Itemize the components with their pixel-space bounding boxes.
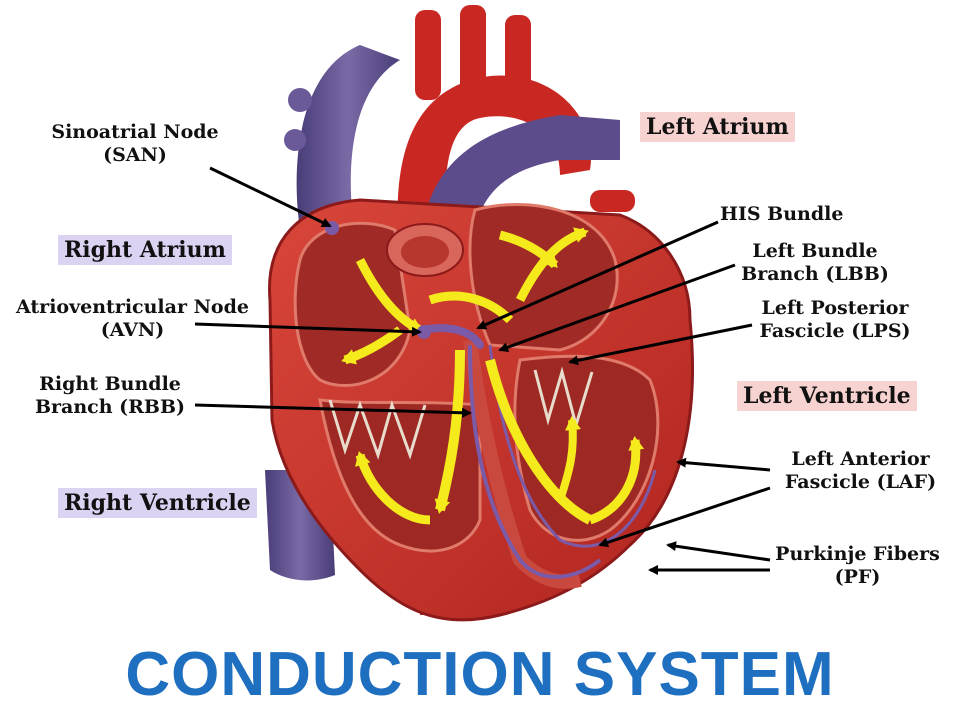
laf-leader bbox=[676, 457, 771, 472]
pf-leader bbox=[666, 541, 771, 562]
aortic-valve-inner bbox=[401, 236, 449, 268]
avn-leader bbox=[194, 322, 422, 337]
page-title: CONDUCTION SYSTEM bbox=[125, 640, 835, 709]
label-left-bundle-branch: Left Bundle Branch (LBB) bbox=[741, 240, 889, 285]
laf-leader-2 bbox=[598, 486, 771, 548]
purkinje-fiber-path bbox=[488, 344, 657, 548]
aortic-branch bbox=[460, 5, 486, 95]
lps-leader bbox=[568, 323, 753, 366]
conduction-pathways bbox=[325, 221, 657, 579]
lbb-leader bbox=[498, 263, 736, 352]
septum bbox=[463, 339, 582, 589]
label-purkinje-fibers: Purkinje Fibers (PF) bbox=[775, 543, 940, 588]
aortic-branch bbox=[415, 10, 441, 100]
label-atrioventricular-node: Atrioventricular Node (AVN) bbox=[16, 296, 249, 341]
leader-lines bbox=[194, 166, 771, 575]
label-his-bundle: HIS Bundle bbox=[720, 203, 844, 225]
label-left-posterior-fascicle: Left Posterior Fascicle (LPS) bbox=[759, 297, 911, 342]
yellow-flow bbox=[588, 436, 645, 525]
pulmonary-vein bbox=[590, 190, 635, 212]
yellow-flow bbox=[556, 416, 581, 502]
tricuspid-valve bbox=[328, 399, 427, 460]
yellow-flow bbox=[428, 291, 514, 324]
region-left-ventricle: Left Ventricle bbox=[737, 381, 917, 411]
region-left-atrium: Left Atrium bbox=[640, 112, 795, 142]
yellow-flow bbox=[355, 257, 424, 335]
vein-stub bbox=[288, 88, 312, 112]
label-left-anterior-fascicle: Left Anterior Fascicle (LAF) bbox=[784, 448, 937, 493]
mitral-valve bbox=[533, 366, 594, 431]
region-right-ventricle: Right Ventricle bbox=[58, 488, 257, 518]
yellow-flow bbox=[485, 358, 593, 525]
label-right-bundle-branch: Right Bundle Branch (RBB) bbox=[34, 373, 186, 418]
yellow-flow bbox=[498, 230, 559, 269]
yellow-flow bbox=[341, 326, 403, 365]
superior-vena-cava bbox=[296, 45, 400, 235]
label-sinoatrial-node: Sinoatrial Node (SAN) bbox=[51, 121, 219, 166]
vein-stub bbox=[284, 129, 306, 151]
yellow-flow bbox=[355, 451, 431, 525]
aortic-branch bbox=[505, 15, 531, 95]
his-leader bbox=[476, 220, 719, 330]
san-leader bbox=[209, 166, 332, 228]
rbb-leader bbox=[194, 403, 472, 418]
region-right-atrium: Right Atrium bbox=[58, 235, 232, 265]
yellow-flow bbox=[434, 349, 465, 514]
purkinje-fiber-path bbox=[468, 344, 602, 579]
